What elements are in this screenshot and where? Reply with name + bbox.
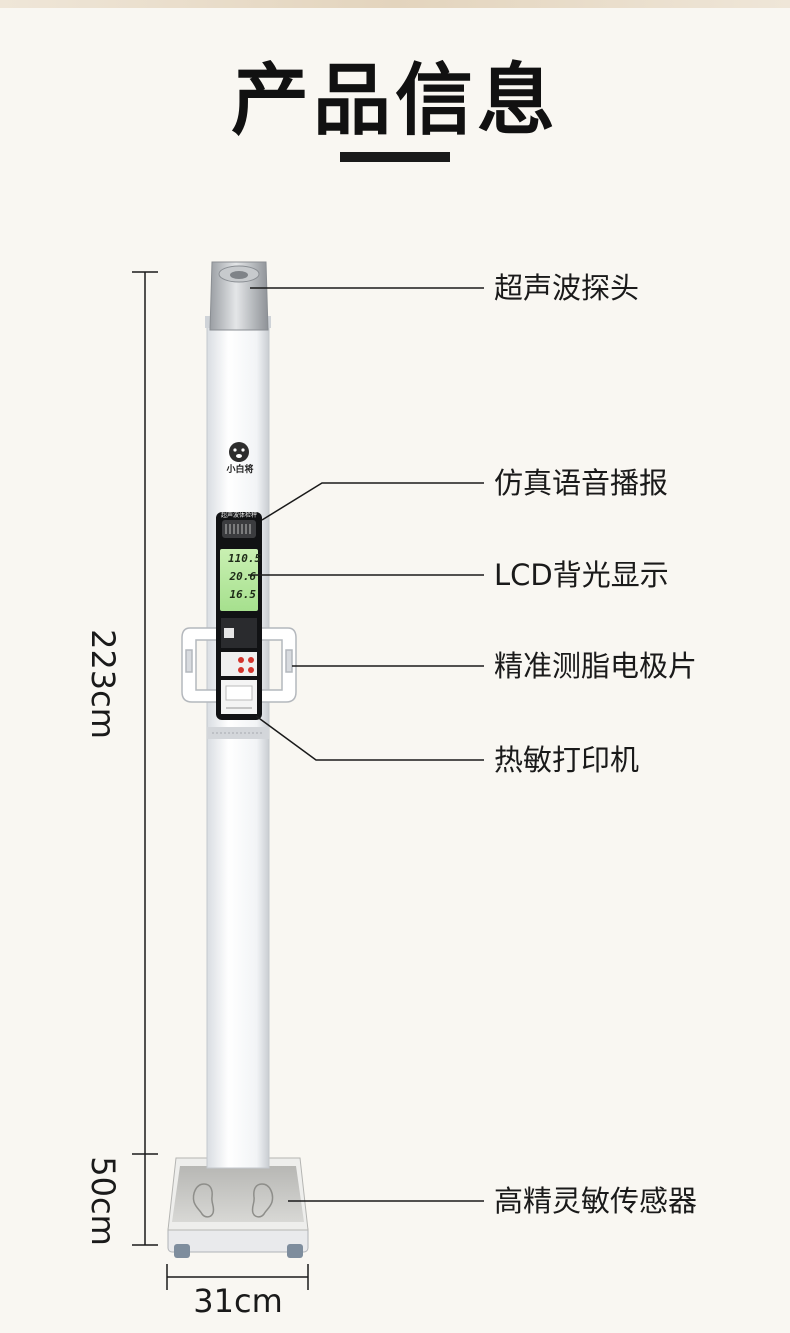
- callout-voice-broadcast: 仿真语音播报: [494, 466, 669, 500]
- dimension-width-base: 31cm: [193, 1282, 283, 1320]
- callout-lcd-display: LCD背光显示: [494, 558, 669, 592]
- page-title: 产品信息: [230, 56, 559, 146]
- top-decor-band: [0, 0, 790, 8]
- title-underline: [340, 152, 450, 162]
- lcd-value-fat: 16.5: [229, 588, 257, 601]
- lcd-value-bmi: 20.6: [229, 570, 257, 583]
- panel-header-label: 超声波体检秤: [220, 512, 257, 519]
- lcd-value-weight: 110.5: [228, 552, 262, 565]
- base-platform: [167, 1157, 309, 1258]
- dimension-lines: [132, 271, 309, 1290]
- callout-electrode: 精准测脂电极片: [494, 649, 698, 683]
- dimension-height-base: 50cm: [84, 1156, 122, 1246]
- callout-thermal-printer: 热敏打印机: [494, 743, 640, 777]
- brand-logo: [229, 442, 249, 462]
- callout-ultrasonic-probe: 超声波探头: [494, 271, 640, 305]
- control-panel: [216, 512, 262, 720]
- dimension-height-main: 223cm: [84, 629, 122, 739]
- callout-leader-lines: [248, 287, 484, 1202]
- electrode-handles: [181, 627, 297, 703]
- brand-name: 小白将: [226, 465, 254, 475]
- callout-sensor: 高精灵敏传感器: [494, 1184, 698, 1218]
